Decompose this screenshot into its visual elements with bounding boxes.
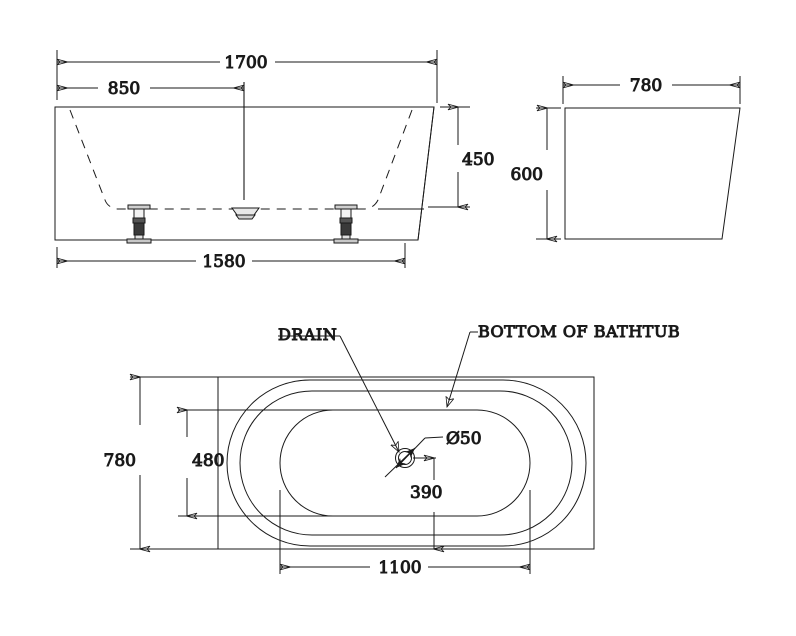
side-elevation-view: 780 600 xyxy=(510,76,741,240)
leader-drain-line xyxy=(339,335,399,452)
front-support-leg-left xyxy=(126,204,152,244)
dim-label-780-side: 780 xyxy=(630,76,662,96)
dimension-depth-450: 450 xyxy=(458,107,495,207)
dimension-base-width-1580: 1580 xyxy=(57,252,405,273)
dia-arrow-lower xyxy=(395,437,426,469)
dimension-plan-inner-depth-480: 480 xyxy=(187,410,225,516)
plan-rim-inner-line xyxy=(239,390,573,536)
dim-label-390: 390 xyxy=(410,483,442,503)
dim-label-600: 600 xyxy=(511,165,543,185)
dim-label-780-plan: 780 xyxy=(104,451,136,471)
dim-label-1700: 1700 xyxy=(224,53,267,73)
dim-label-1100: 1100 xyxy=(378,558,421,578)
dia-leader-shelf xyxy=(424,436,444,439)
dimension-overall-height-600: 600 xyxy=(510,108,547,239)
leader-drain-diameter xyxy=(384,436,444,478)
plan-footprint-rectangle xyxy=(217,376,595,550)
dimension-drain-offset-390: 390 xyxy=(410,458,442,549)
side-tub-outline xyxy=(564,107,741,240)
front-support-leg-right xyxy=(333,204,359,244)
dimension-half-width-850: 850 xyxy=(57,79,244,100)
front-right-wall xyxy=(417,106,435,241)
plan-view: DRAIN BOTTOM OF BATHTUB Ø50 780 xyxy=(103,322,680,579)
front-elevation-view: 1700 850 1580 450 xyxy=(54,50,495,273)
dimension-overall-depth-780: 780 xyxy=(563,76,740,97)
leader-bottom-of-bathtub xyxy=(447,331,478,407)
leader-drain xyxy=(278,335,399,452)
dim-label-480: 480 xyxy=(192,451,224,471)
plan-bathtub-bottom-oval xyxy=(279,409,531,517)
annotation-drain-diameter: Ø50 xyxy=(446,429,482,449)
dimension-plan-depth-780: 780 xyxy=(103,377,140,549)
front-drain-detail xyxy=(231,207,260,220)
front-basin-hidden-outline xyxy=(69,109,413,210)
leader-bottom-line xyxy=(447,331,471,407)
dimension-plan-width-1100: 1100 xyxy=(280,558,530,579)
dim-label-450: 450 xyxy=(462,150,494,170)
plan-outer-rim-oval xyxy=(226,379,587,547)
annotation-bottom-label: BOTTOM OF BATHTUB xyxy=(478,322,680,341)
dim-label-850: 850 xyxy=(108,79,140,99)
dimension-overall-width-1700: 1700 xyxy=(57,53,437,74)
dim-label-1580: 1580 xyxy=(202,252,245,272)
annotation-drain-label: DRAIN xyxy=(278,325,337,344)
